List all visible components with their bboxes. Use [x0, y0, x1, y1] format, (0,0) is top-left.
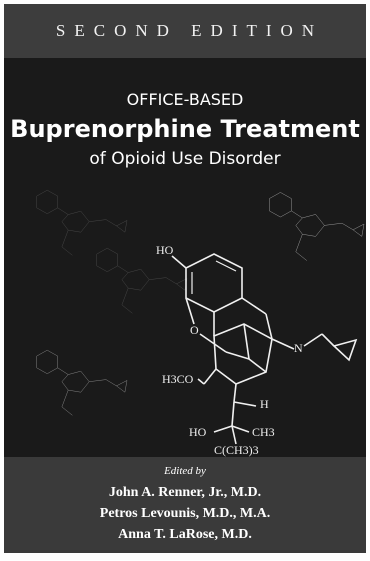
label-hydroxyl: HO: [156, 243, 174, 257]
book-cover: SECOND EDITION OFFICE-BASED Buprenorphin…: [4, 4, 366, 553]
buprenorphine-structures: HO O N H3CO H HO CH3 C(CH3)3: [36, 189, 365, 457]
label-methyl: CH3: [252, 425, 275, 439]
title-block: OFFICE-BASED Buprenorphine Treatment of …: [4, 90, 366, 170]
label-hydroxyl-2: HO: [189, 425, 207, 439]
editors-band: Edited by John A. Renner, Jr., M.D. Petr…: [4, 457, 366, 553]
author-1: John A. Renner, Jr., M.D.: [108, 485, 262, 500]
title-line-1: OFFICE-BASED: [126, 90, 244, 109]
author-list: John A. Renner, Jr., M.D. Petros Levouni…: [4, 482, 366, 545]
molecule-main: [171, 253, 358, 445]
author-2: Petros Levounis, M.D., M.A.: [99, 506, 271, 521]
title-line-2: Buprenorphine Treatment: [10, 115, 360, 143]
molecule-small-top-left: [36, 189, 128, 256]
edited-by-label: Edited by: [164, 465, 206, 477]
label-tert-butyl: C(CH3)3: [214, 443, 259, 457]
title-line-3: of Opioid Use Disorder: [89, 149, 281, 169]
label-nitrogen: N: [294, 341, 303, 355]
molecule-main-labels: HO O N H3CO H HO CH3 C(CH3)3: [156, 243, 303, 457]
author-3: Anna T. LaRose, M.D.: [118, 527, 252, 542]
label-oxygen: O: [190, 323, 199, 337]
label-methoxy: H3CO: [162, 372, 194, 386]
edition-band: SECOND EDITION: [4, 4, 366, 58]
molecule-small-top-right: [269, 192, 365, 261]
label-hydrogen: H: [260, 397, 269, 411]
molecule-small-bottom-left: [36, 349, 128, 416]
edition-label: SECOND EDITION: [55, 21, 324, 40]
